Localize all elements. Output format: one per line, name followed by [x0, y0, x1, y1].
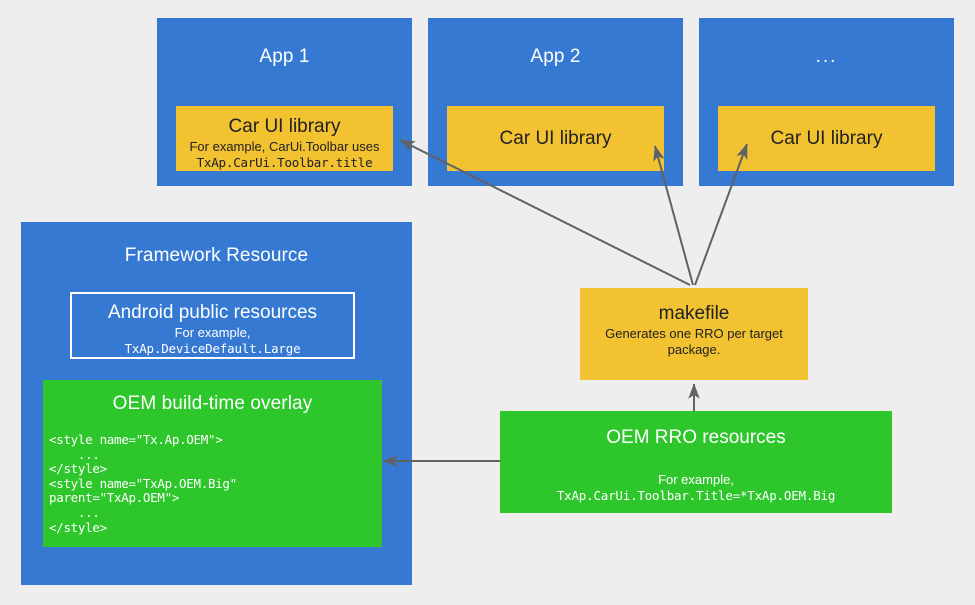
app-2-card-text: Car UI library [447, 126, 664, 151]
app-2-card-title: Car UI library [499, 128, 612, 149]
app-3-panel: ... Car UI library [699, 18, 954, 186]
oem-build-time-overlay-title: OEM build-time overlay [112, 393, 313, 414]
android-public-resources-code: TxAp.DeviceDefault.Large [124, 341, 301, 356]
app-2-title: App 2 [530, 46, 581, 67]
oem-rro-resources-code: TxAp.CarUi.Toolbar.Title=*TxAp.OEM.Big [556, 488, 836, 503]
oem-build-time-overlay-card: OEM build-time overlay <style name="Tx.A… [43, 380, 382, 547]
app-1-panel: App 1 Car UI library For example, CarUi.… [157, 18, 412, 186]
app-3-card-title: Car UI library [770, 128, 883, 149]
framework-resource-title: Framework Resource [124, 245, 309, 266]
app-3-title: ... [815, 46, 838, 67]
makefile-card: makefile Generates one RRO per target pa… [580, 288, 808, 380]
app-1-card-subtitle: For example, CarUi.Toolbar uses [189, 139, 380, 154]
oem-rro-resources-text: OEM RRO resources For example, TxAp.CarU… [500, 425, 892, 504]
app-2-panel: App 2 Car UI library [428, 18, 683, 186]
android-public-resources-title: Android public resources [107, 302, 318, 323]
app-1-card-text: Car UI library For example, CarUi.Toolba… [176, 114, 393, 171]
oem-build-time-overlay-code: <style name="Tx.Ap.OEM"> ... </style> <s… [49, 432, 237, 535]
framework-resource-panel: Framework Resource Android public resour… [21, 222, 412, 585]
makefile-line-2: package. [667, 342, 721, 357]
android-public-resources-text: Android public resources For example, Tx… [72, 300, 353, 357]
android-public-resources-subtitle: For example, [174, 325, 251, 340]
app-1-card-title: Car UI library [228, 116, 341, 137]
app-1-card-code: TxAp.CarUi.Toolbar.title [196, 155, 373, 170]
makefile-line-1: Generates one RRO per target [605, 326, 783, 341]
app-1-car-ui-library-card: Car UI library For example, CarUi.Toolba… [176, 106, 393, 171]
oem-rro-resources-card: OEM RRO resources For example, TxAp.CarU… [500, 411, 892, 513]
app-3-card-text: Car UI library [718, 126, 935, 151]
android-public-resources-card: Android public resources For example, Tx… [70, 292, 355, 359]
app-2-car-ui-library-card: Car UI library [447, 106, 664, 171]
app-3-car-ui-library-card: Car UI library [718, 106, 935, 171]
oem-rro-resources-title: OEM RRO resources [606, 427, 786, 448]
oem-rro-resources-subtitle: For example, [658, 472, 734, 487]
app-1-title: App 1 [259, 46, 310, 67]
makefile-title: makefile [658, 303, 730, 324]
makefile-text: makefile Generates one RRO per target pa… [580, 301, 808, 358]
